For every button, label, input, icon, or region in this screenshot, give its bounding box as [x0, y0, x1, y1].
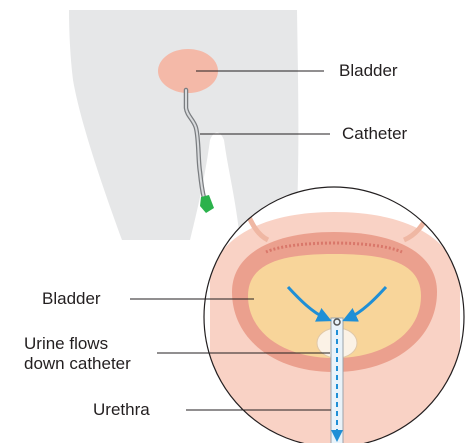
label-urethra: Urethra [93, 400, 150, 420]
label-urine-flow: Urine flows down catheter [24, 334, 131, 374]
label-bladder-inset: Bladder [42, 289, 101, 309]
label-bladder-top: Bladder [339, 61, 398, 81]
inset-content [210, 210, 460, 443]
label-catheter: Catheter [342, 124, 407, 144]
body-silhouette [69, 10, 298, 240]
catheter-tip [200, 195, 214, 213]
